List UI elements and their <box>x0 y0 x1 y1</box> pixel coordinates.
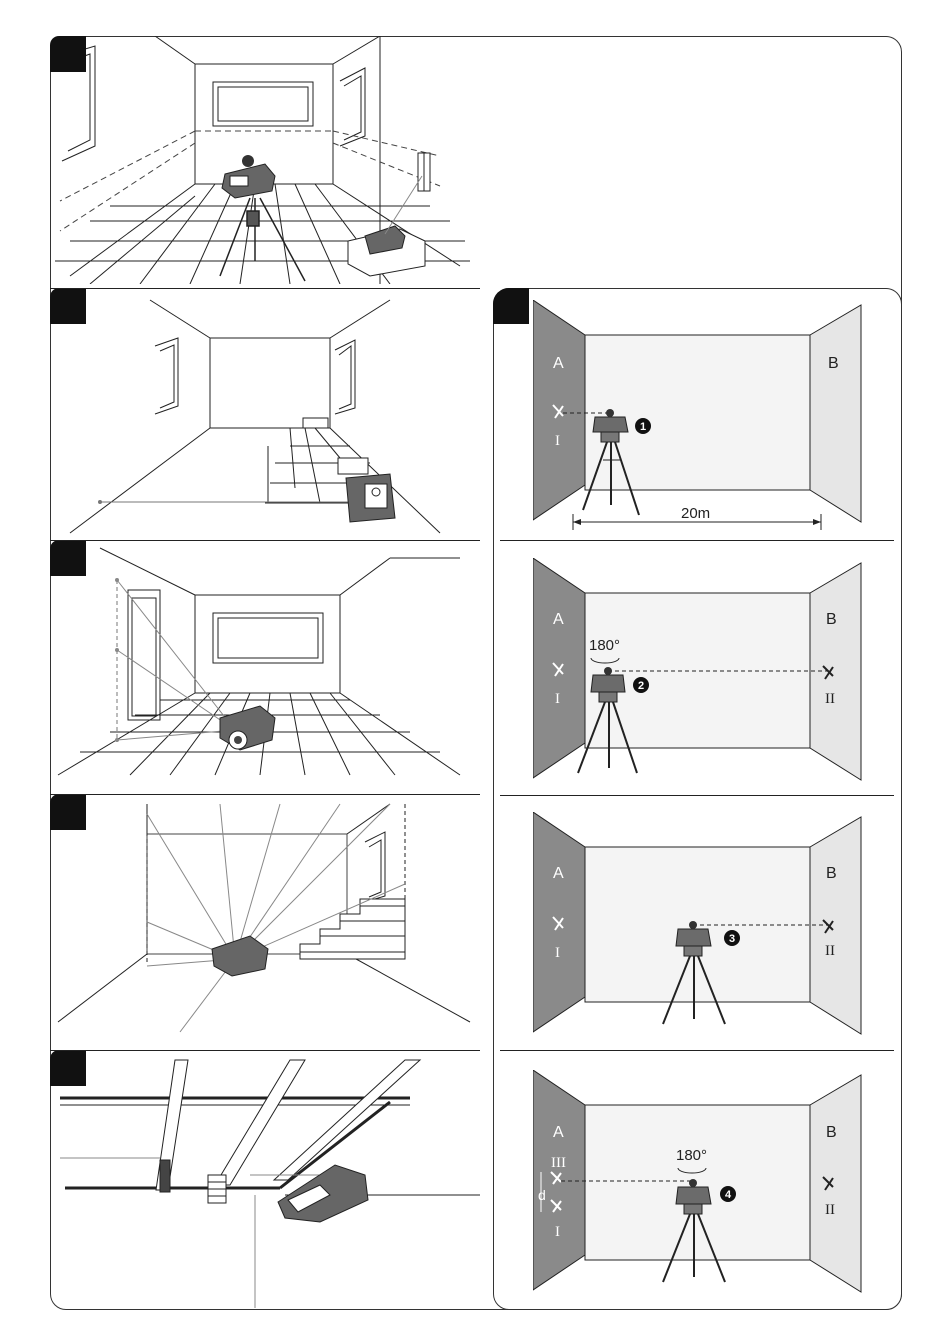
section-marker-4 <box>50 794 86 830</box>
detector-icon <box>160 1160 226 1203</box>
ceiling-drawing <box>50 1050 480 1308</box>
wall-label-b: B <box>826 1124 837 1141</box>
distance-label: 20m <box>681 505 710 522</box>
room-tilt-drawing <box>50 794 480 1044</box>
laser-device-icon <box>303 418 395 522</box>
mark-label-ii: II <box>825 1202 835 1218</box>
divider-left-4 <box>50 1050 480 1051</box>
calib-room-4: A B III d I 180° II 4 <box>533 1070 863 1300</box>
step-number-1: 1 <box>640 421 646 433</box>
section-marker-6 <box>493 288 529 324</box>
divider-left-2 <box>50 540 480 541</box>
divider-left-1 <box>50 288 480 289</box>
step-number-2: 2 <box>638 680 644 692</box>
mark-label-i: I <box>555 945 560 961</box>
illustration-room-tilt <box>50 794 480 1044</box>
section-marker-3 <box>50 540 86 576</box>
step-number-4: 4 <box>725 1189 732 1201</box>
mark-label-ii: II <box>825 943 835 959</box>
calibration-step-4: A B III d I 180° II 4 <box>533 1070 863 1300</box>
laser-box-icon <box>348 176 425 276</box>
mark-label-i: I <box>555 691 560 707</box>
calibration-step-3: A B I II 3 <box>533 812 863 1037</box>
measuring-rod-icon <box>418 153 430 191</box>
laser-device-tilted-icon <box>212 936 268 976</box>
room-tripod-drawing <box>50 36 480 284</box>
difference-label: d <box>538 1187 546 1203</box>
white-cover <box>479 288 493 1308</box>
wall-label-a: A <box>553 865 564 882</box>
illustration-ceiling <box>50 1050 480 1308</box>
wall-label-a: A <box>553 355 564 372</box>
calib-room-2: A B I 180° II 2 <box>533 558 863 783</box>
mark-label-i: I <box>555 1224 560 1240</box>
rotation-label: 180° <box>676 1147 707 1164</box>
illustration-room-tripod <box>50 36 480 284</box>
calib-room-1: A B I 1 20m <box>533 300 863 535</box>
rotary-laser-icon <box>222 155 275 198</box>
calibration-step-2: A B I 180° II 2 <box>533 558 863 783</box>
wall-label-b: B <box>826 611 837 628</box>
divider-right-2 <box>500 795 894 796</box>
calibration-step-1: A B I 1 20m <box>533 300 863 535</box>
illustration-room-plumb <box>50 540 480 788</box>
wall-label-a: A <box>553 611 564 628</box>
illustration-room-floor <box>50 288 480 536</box>
wall-label-b: B <box>828 355 839 372</box>
wall-label-b: B <box>826 865 837 882</box>
section-marker-1 <box>50 36 86 72</box>
laser-device-side-icon <box>220 706 275 750</box>
step-number-3: 3 <box>729 933 735 945</box>
divider-right-3 <box>500 1050 894 1051</box>
calib-room-3: A B I II 3 <box>533 812 863 1037</box>
mark-label-i: I <box>555 433 560 449</box>
divider-right-1 <box>500 540 894 541</box>
divider-left-3 <box>50 794 480 795</box>
section-marker-2 <box>50 288 86 324</box>
room-plumb-drawing <box>50 540 480 788</box>
mark-label-iii: III <box>551 1155 566 1171</box>
room-floor-drawing <box>50 288 480 536</box>
section-marker-5 <box>50 1050 86 1086</box>
mark-label-ii: II <box>825 691 835 707</box>
wall-label-a: A <box>553 1124 564 1141</box>
rotation-label: 180° <box>589 637 620 654</box>
